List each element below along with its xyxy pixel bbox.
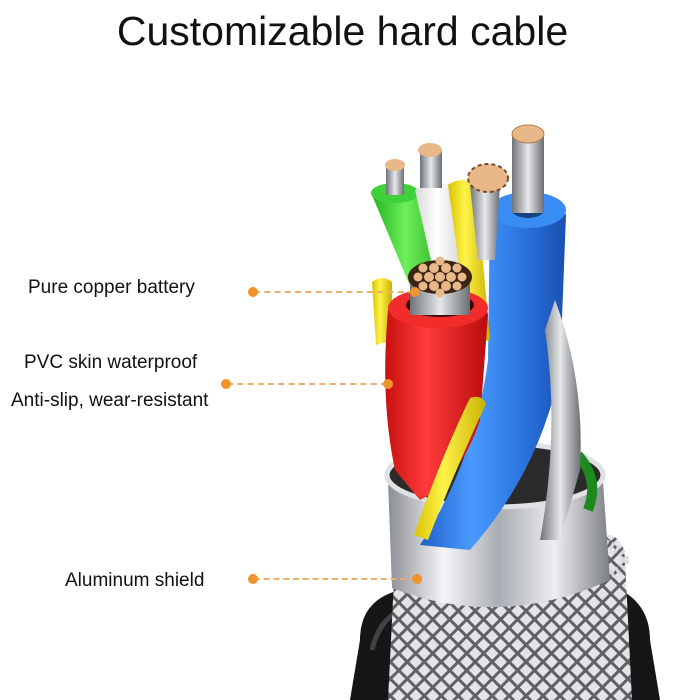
page-title: Customizable hard cable <box>116 8 569 54</box>
callout-dot-icon <box>221 379 231 389</box>
callout-label-pvc: PVC skin waterproof <box>24 352 198 373</box>
callout-leader-shield <box>248 574 422 584</box>
callout-label-shield: Aluminum shield <box>65 570 205 591</box>
callout-dot-icon <box>412 574 422 584</box>
bare-strand-bundle <box>540 300 581 540</box>
callout-dot-icon <box>248 287 258 297</box>
callout-dot-icon <box>383 379 393 389</box>
blue-wire <box>420 124 566 550</box>
copper-bundle-back <box>467 163 509 260</box>
callout-leader-pvc <box>221 379 393 389</box>
callout-leader-copper <box>248 287 420 297</box>
yellow-wire-front <box>414 396 486 540</box>
callout-label-pvc-secondary: Anti-slip, wear-resistant <box>11 390 209 411</box>
copper-conductor <box>408 256 472 315</box>
callout-label-copper: Pure copper battery <box>28 277 195 298</box>
callout-dot-icon <box>248 574 258 584</box>
callout-dot-icon <box>410 287 420 297</box>
